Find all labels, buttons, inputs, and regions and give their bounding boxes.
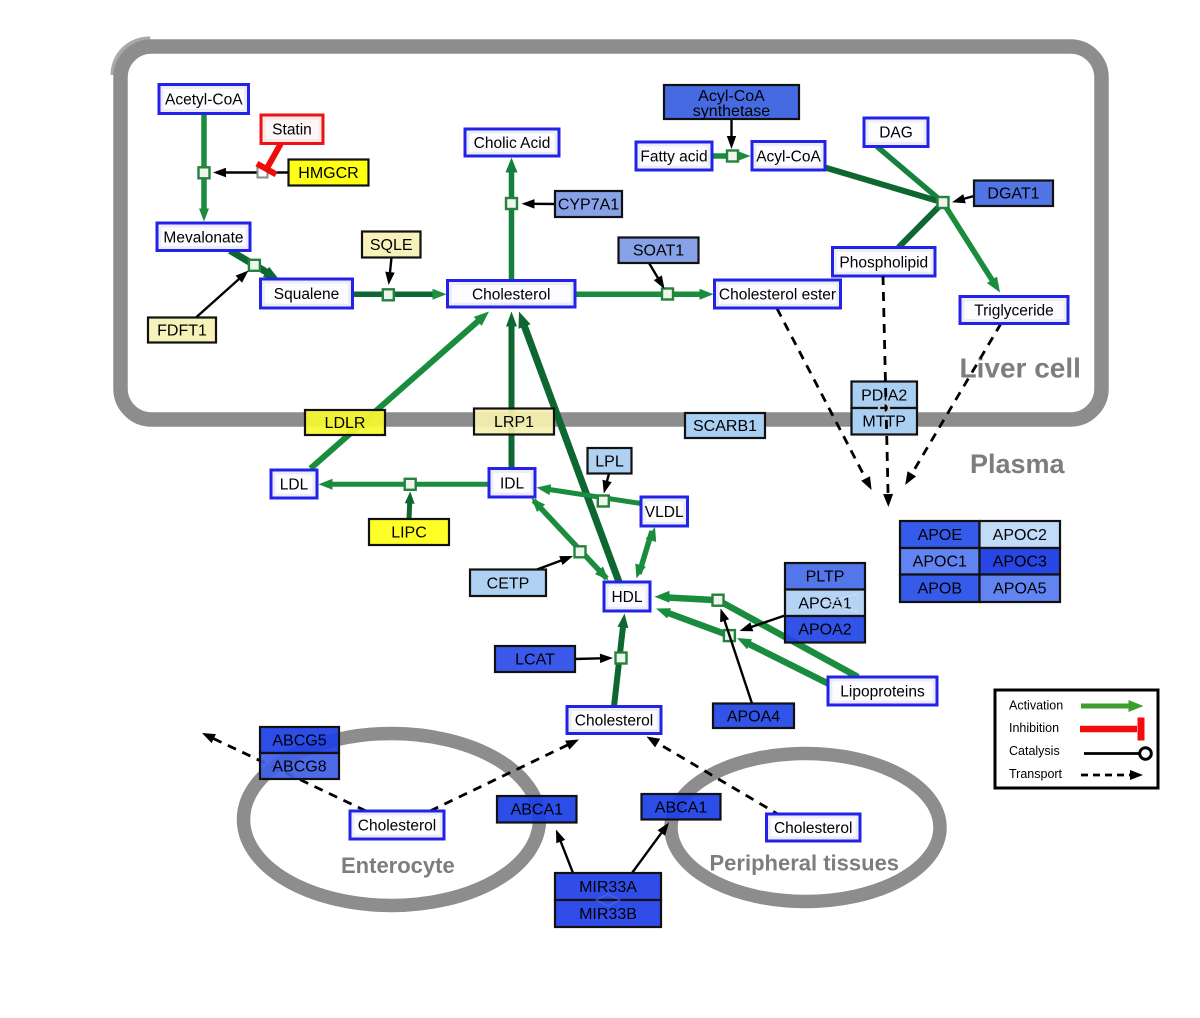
svg-text:Acyl-CoA: Acyl-CoA [756,148,821,165]
svg-text:Inhibition: Inhibition [1009,721,1059,735]
svg-text:synthetase: synthetase [693,103,770,120]
svg-text:CYP7A1: CYP7A1 [558,197,619,214]
svg-text:Activation: Activation [1009,699,1063,713]
svg-text:Cholesterol ester: Cholesterol ester [719,287,836,304]
svg-text:VLDL: VLDL [645,504,684,521]
svg-text:APOA2: APOA2 [798,622,851,639]
svg-text:APOE: APOE [918,527,962,544]
svg-text:Liver cell: Liver cell [960,353,1081,384]
svg-text:Cholesterol: Cholesterol [774,820,852,837]
svg-text:FDFT1: FDFT1 [157,323,207,340]
svg-text:LRP1: LRP1 [494,414,534,431]
svg-text:LDL: LDL [280,477,309,494]
svg-text:Cholesterol: Cholesterol [358,818,436,835]
svg-text:LIPC: LIPC [391,525,427,542]
svg-text:Triglyceride: Triglyceride [974,303,1054,320]
svg-text:Statin: Statin [272,122,312,139]
svg-text:Cholesterol: Cholesterol [575,713,653,730]
svg-text:Squalene: Squalene [274,286,340,303]
svg-text:IDL: IDL [500,475,525,492]
svg-text:Lipoproteins: Lipoproteins [840,684,925,701]
svg-text:Catalysis: Catalysis [1009,744,1060,758]
svg-text:ABCA1: ABCA1 [511,802,564,819]
svg-text:SCARB1: SCARB1 [693,418,757,435]
svg-text:DGAT1: DGAT1 [987,186,1039,203]
svg-text:Phospholipid: Phospholipid [839,254,928,271]
svg-text:LPL: LPL [595,453,624,470]
svg-text:Peripheral tissues: Peripheral tissues [710,851,900,876]
svg-text:DAG: DAG [879,125,913,142]
svg-text:Cholic Acid: Cholic Acid [474,135,551,152]
svg-text:PDIA2: PDIA2 [861,387,907,404]
svg-text:APOC3: APOC3 [993,554,1047,571]
svg-text:HMGCR: HMGCR [298,165,358,182]
svg-text:LCAT: LCAT [515,652,555,669]
svg-text:SQLE: SQLE [370,237,413,254]
svg-text:Transport: Transport [1009,767,1063,781]
svg-text:Acetyl-CoA: Acetyl-CoA [165,92,243,109]
svg-text:LDLR: LDLR [325,415,366,432]
svg-text:PLTP: PLTP [806,569,845,586]
svg-text:ABCG8: ABCG8 [272,759,326,776]
svg-text:Plasma: Plasma [970,449,1066,479]
svg-text:MTTP: MTTP [862,414,906,431]
svg-text:SOAT1: SOAT1 [633,243,684,260]
svg-text:APOA5: APOA5 [993,581,1046,598]
svg-text:Mevalonate: Mevalonate [163,229,243,246]
svg-text:Fatty acid: Fatty acid [640,149,707,166]
svg-text:APOC1: APOC1 [913,554,967,571]
svg-text:ABCA1: ABCA1 [655,799,708,816]
svg-text:APOB: APOB [918,581,962,598]
svg-text:Cholesterol: Cholesterol [472,286,550,303]
svg-text:APOA4: APOA4 [727,708,780,725]
svg-text:ABCG5: ABCG5 [272,733,326,750]
svg-text:HDL: HDL [611,589,642,606]
svg-text:MIR33B: MIR33B [579,906,637,923]
svg-text:Enterocyte: Enterocyte [341,853,455,878]
svg-text:APOC2: APOC2 [993,527,1047,544]
svg-text:CETP: CETP [487,575,530,592]
